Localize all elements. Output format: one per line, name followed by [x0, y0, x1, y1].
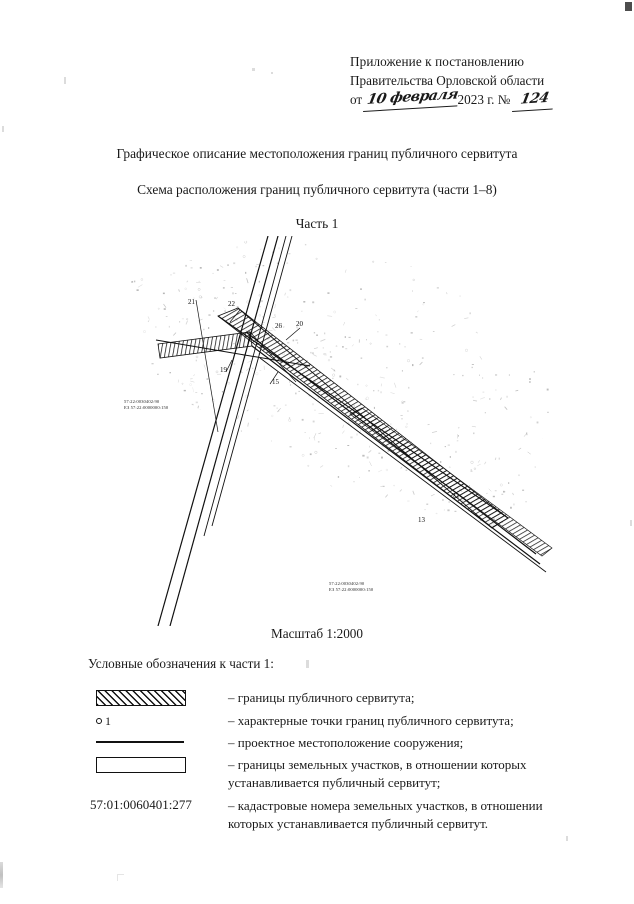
page-title: Графическое описание местоположения гран…	[116, 146, 518, 161]
cadastral-map: 21 22 20 26 19 15 22 13	[100, 236, 570, 626]
map-label-upper-left-line1: 57:22:0030402:90	[124, 399, 160, 404]
scan-speck	[117, 874, 124, 881]
legend-item-text-line2: устанавливается публичный сервитут;	[228, 775, 441, 790]
date-year-text: 2023 г. №	[457, 92, 511, 107]
hatched-band-icon	[96, 690, 186, 706]
svg-text:26: 26	[275, 322, 283, 330]
svg-text:20: 20	[296, 320, 304, 328]
legend-symbol-cell	[88, 689, 228, 709]
legend-item: 1 – характерные точки границ публичного …	[88, 712, 588, 731]
legend-title: Условные обозначения к части 1:	[88, 656, 274, 671]
legend-item-text-line1: – границы земельных участков, в отношени…	[228, 756, 527, 772]
legend-symbol-cell: 57:01:0060401:277	[88, 797, 228, 835]
legend-item-text: – характерные точки границ публичного се…	[228, 713, 514, 728]
map-label-upper-left-line2: ЕЗ 57:22:0000000:150	[124, 405, 169, 410]
legend-item: – границы публичного сервитута;	[88, 689, 588, 709]
servitude-spur-left	[157, 331, 253, 359]
handwritten-document-number: 124	[512, 88, 557, 112]
vertex-number-labels: 21 22 20 26 19 15 22 13	[188, 298, 460, 524]
circle-icon	[96, 718, 102, 724]
date-prefix: от	[350, 92, 363, 107]
svg-text:19: 19	[220, 366, 228, 374]
scan-speck	[252, 68, 255, 71]
scan-speck	[2, 126, 4, 132]
scan-speck	[630, 520, 632, 526]
scan-artifact-top-right	[625, 2, 632, 11]
crossing-lines	[155, 299, 311, 433]
page-subtitle: Схема расположения границ публичного сер…	[137, 182, 497, 197]
legend-symbol-cell: 1	[88, 712, 228, 731]
scan-speck	[64, 77, 66, 84]
document-header: Приложение к постановлению Правительства…	[350, 52, 590, 112]
map-label-lower-line1: 57:22:0030402:90	[329, 581, 365, 586]
map-scale: Масштаб 1:2000	[270, 626, 363, 641]
svg-text:22: 22	[228, 300, 236, 308]
header-line-1: Приложение к постановлению	[350, 54, 525, 69]
svg-text:21: 21	[188, 298, 196, 306]
solid-line-icon	[96, 741, 184, 743]
legend-symbol-cell	[88, 734, 228, 751]
legend-item-text-line2: которых устанавливается публичный сервит…	[228, 816, 489, 831]
legend-item: 57:01:0060401:277 – кадастровые номера з…	[88, 797, 588, 835]
cadastral-number-icon: 57:01:0060401:277	[90, 796, 192, 812]
header-line-2: Правительства Орловской области	[350, 73, 545, 88]
legend-item-text: – проектное местоположение сооружения;	[228, 735, 464, 750]
map-drawing: 21 22 20 26 19 15 22 13	[118, 236, 555, 626]
point-marker-icon: 1	[96, 714, 111, 729]
legend-point-label: 1	[105, 714, 111, 728]
legend-item-text: – границы публичного сервитута;	[228, 690, 415, 705]
svg-text:22: 22	[452, 492, 460, 500]
map-label-lower-line2: ЕЗ 57:22:0000000:150	[329, 587, 374, 592]
legend-item: – границы земельных участков, в отношени…	[88, 756, 588, 794]
scan-speck	[306, 660, 309, 668]
vertex-markers	[225, 309, 301, 385]
legend: Условные обозначения к части 1: – границ…	[88, 656, 588, 838]
scan-speck	[271, 72, 273, 74]
legend-item-text-line1: – кадастровые номера земельных участков,…	[228, 797, 543, 813]
map-label-upper-left: 57:22:0030402:90 ЕЗ 57:22:0000000:150	[124, 399, 168, 411]
svg-text:15: 15	[272, 378, 280, 386]
part-label: Часть 1	[295, 216, 339, 231]
header-date-line: от 10 февраля 2023 г. № 124	[350, 85, 590, 112]
scan-speck	[566, 836, 568, 841]
handwritten-date: 10 февраля	[363, 85, 462, 112]
road-corridor-vertical	[157, 236, 293, 626]
map-label-lower: 57:22:0030402:90 ЕЗ 57:22:0000000:150	[329, 581, 373, 593]
servitude-band-lower	[349, 407, 553, 557]
legend-item-text: – кадастровые номера земельных участков,…	[228, 797, 543, 834]
scan-artifact-left-edge	[0, 862, 3, 888]
hollow-rectangle-icon	[96, 756, 186, 773]
legend-item-text: – границы земельных участков, в отношени…	[228, 756, 527, 793]
legend-item: – проектное местоположение сооружения;	[88, 734, 588, 753]
legend-symbol-cell	[88, 756, 228, 794]
svg-text:13: 13	[418, 516, 426, 524]
